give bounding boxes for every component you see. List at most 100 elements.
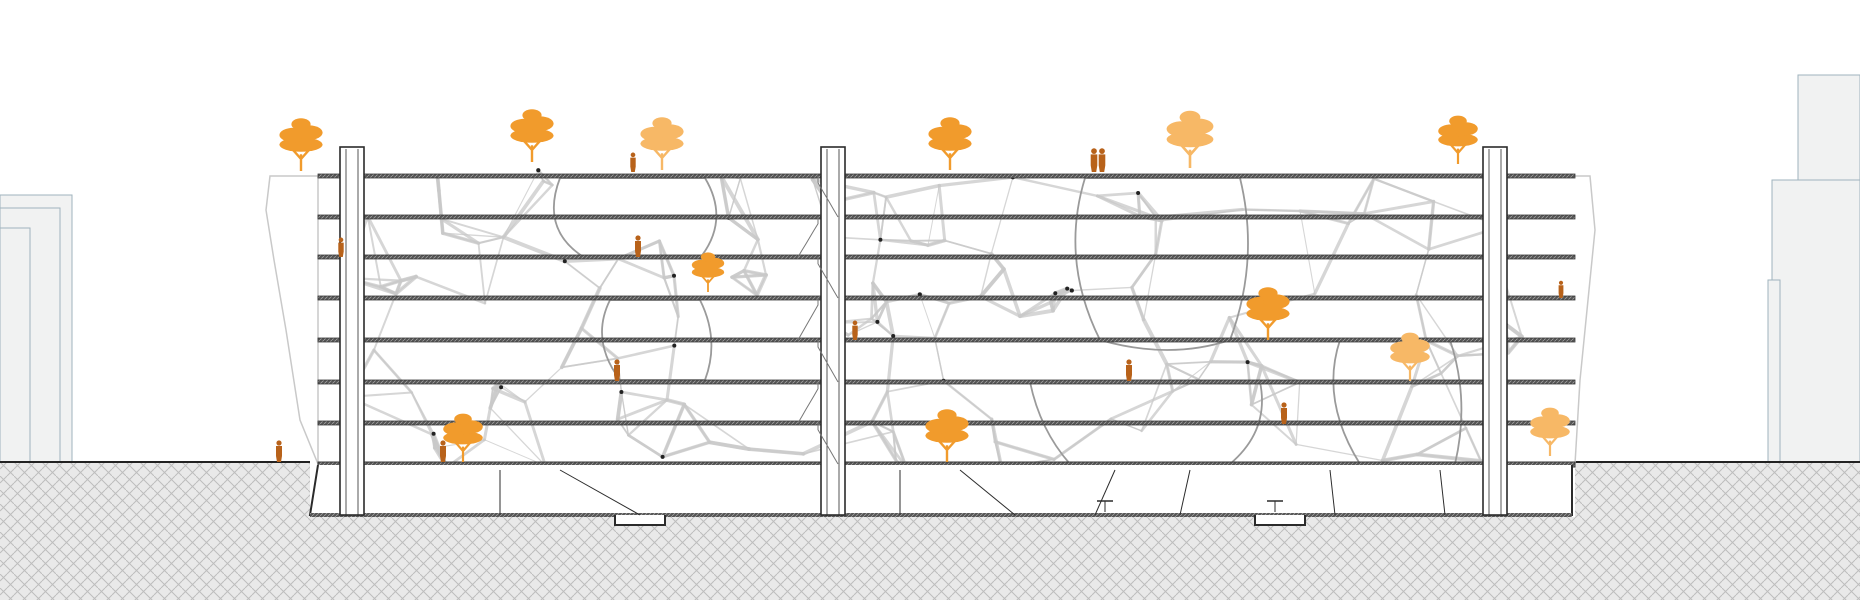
web-member [502,169,539,238]
web-joint [672,343,677,348]
web-member [730,275,759,297]
web-member [870,300,888,320]
web-member [1503,322,1524,339]
web-member [739,177,759,241]
web-member [379,285,398,296]
tree-canopy [522,109,542,122]
web-member [483,439,546,467]
web-member [437,188,445,235]
web-member [1140,363,1168,432]
person-body [852,325,858,340]
person-body [440,446,446,462]
web-member [1241,208,1301,212]
human-figures [276,148,1564,462]
tree-canopy [1179,110,1201,124]
web-member [1249,363,1264,407]
person-head [1126,359,1132,365]
web-joint [499,385,504,390]
tree-trunk [1449,143,1467,164]
web-member [884,299,896,338]
person-head [276,440,282,446]
vertical-cores [339,146,1508,516]
web-member [579,326,620,360]
core [820,146,846,516]
web-member [1197,361,1212,381]
stair-flight [817,257,839,299]
web-joint [1069,288,1074,293]
web-member [1130,252,1158,289]
web-member [1165,362,1175,393]
web-member [1052,417,1113,461]
tree [1166,110,1214,168]
web-member [620,390,669,402]
web-member [1362,177,1376,216]
person-body [276,446,282,462]
web-member [1165,363,1200,381]
web-joint [562,259,567,264]
person [635,235,641,257]
web-member [707,440,751,451]
web-member [1464,426,1483,463]
web-joint [1136,191,1141,195]
web-member [616,257,666,280]
floor-slab [317,379,1576,385]
web-member [994,440,1055,461]
tree-trunk [291,148,311,171]
tree-canopy [454,413,472,425]
basement-outline [308,464,1573,516]
floor-slab [317,254,1576,260]
tree-trunk [940,147,960,170]
web-member [484,236,505,305]
web-member [934,302,950,339]
web-member [1380,452,1420,463]
web-member [627,398,669,437]
web-member [1427,200,1435,251]
web-member [1245,360,1302,385]
stair-flight [797,217,819,258]
tree [1246,287,1290,340]
web-member [1136,191,1142,218]
web-member [489,407,547,467]
web-member [616,344,676,360]
web-member [1250,381,1301,406]
floor-slab [317,337,1576,343]
tree-trunk [522,139,542,162]
web-member [1295,443,1384,462]
stair-flight [797,382,819,424]
web-joint [1245,360,1250,365]
web-member [523,400,547,468]
web-member [1096,191,1140,198]
web-member [394,279,403,296]
tree-trunk [1541,435,1559,456]
person-body [1098,154,1106,172]
web-member [366,214,403,283]
web-joint [1065,286,1070,291]
floor-slab [317,295,1576,301]
person-head [1091,148,1097,154]
web-joint [878,237,883,242]
basement-pit [614,515,666,526]
web-member [620,391,630,436]
web-member [1001,267,1022,319]
stair-flight [817,423,839,465]
web-member [1109,389,1175,421]
tree-canopy [940,117,960,130]
tree [691,252,725,292]
facade-right [1574,175,1596,465]
web-member [1130,286,1145,321]
tree [928,117,972,170]
person-body [1281,408,1287,424]
person-body [1126,365,1132,381]
web-joint [1053,291,1058,296]
tree [925,409,969,462]
web-member [719,174,760,242]
web-member [870,317,895,337]
tree [640,117,684,170]
tree-trunk [652,147,672,170]
web-joint [875,319,880,324]
basement-column [1439,469,1446,516]
basement-column [1179,469,1191,516]
trees [279,109,1570,462]
tree-canopy [1541,407,1559,419]
